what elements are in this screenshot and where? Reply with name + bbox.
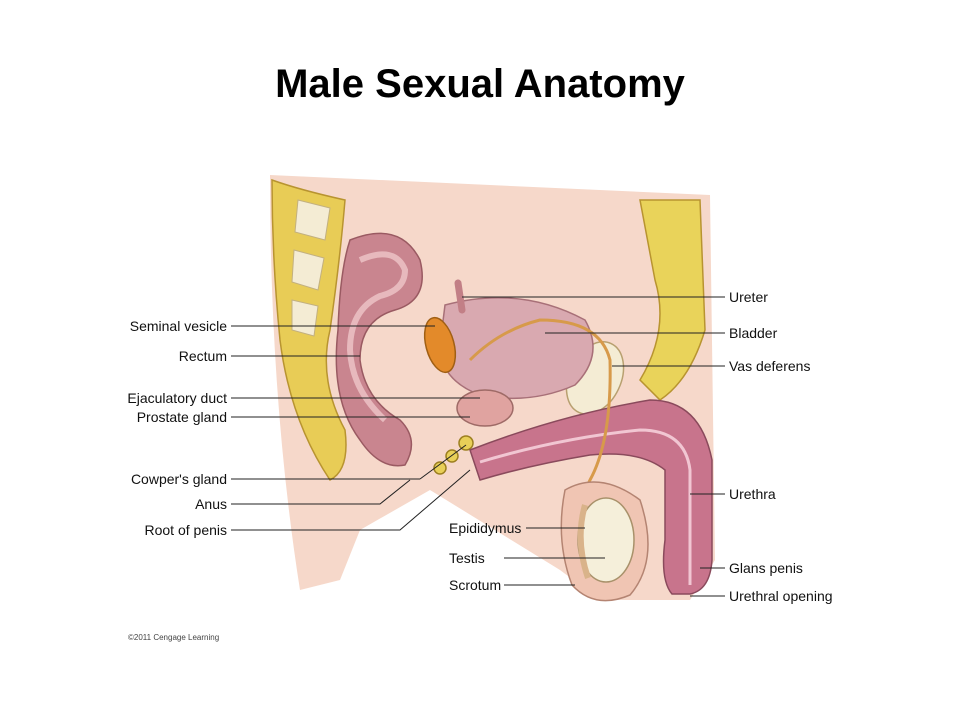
cowpers-gland-shape	[458, 435, 474, 451]
copyright: ©2011 Cengage Learning	[128, 633, 219, 642]
label-urethral-opening: Urethral opening	[729, 588, 833, 604]
ureter-shape	[454, 279, 466, 314]
epididymus-shape	[577, 504, 591, 579]
page-title: Male Sexual Anatomy	[275, 62, 685, 106]
label-root-of-penis: Root of penis	[145, 522, 228, 538]
label-anus: Anus	[195, 496, 227, 512]
cowpers-gland-shape-3	[433, 461, 447, 475]
label-glans-penis: Glans penis	[729, 560, 803, 576]
bladder-shape	[439, 297, 594, 400]
abdominal-fat	[639, 199, 706, 401]
leader-anus	[231, 479, 411, 505]
vertebrae	[291, 199, 331, 337]
rectum-inner	[346, 251, 409, 423]
label-scrotum: Scrotum	[449, 577, 501, 593]
label-ejaculatory-duct: Ejaculatory duct	[127, 390, 227, 406]
label-urethra: Urethra	[729, 486, 776, 502]
label-ureter: Ureter	[729, 289, 768, 305]
urethra-shape	[479, 428, 692, 585]
label-seminal-vesicle: Seminal vesicle	[130, 318, 227, 334]
leader-cowpers-gland-2	[419, 444, 467, 480]
prostate-shape	[456, 389, 514, 427]
label-testis: Testis	[449, 550, 485, 566]
label-rectum: Rectum	[179, 348, 227, 364]
label-vas-deferens: Vas deferens	[729, 358, 810, 374]
label-bladder: Bladder	[729, 325, 778, 341]
label-epididymus: Epididymus	[449, 520, 521, 536]
label-prostate-gland: Prostate gland	[137, 409, 227, 425]
rectum-shape	[335, 232, 423, 467]
seminal-vesicle-shape	[423, 316, 457, 374]
leader-root-of-penis	[231, 469, 471, 531]
label-cowpers-gland: Cowper's gland	[131, 471, 227, 487]
